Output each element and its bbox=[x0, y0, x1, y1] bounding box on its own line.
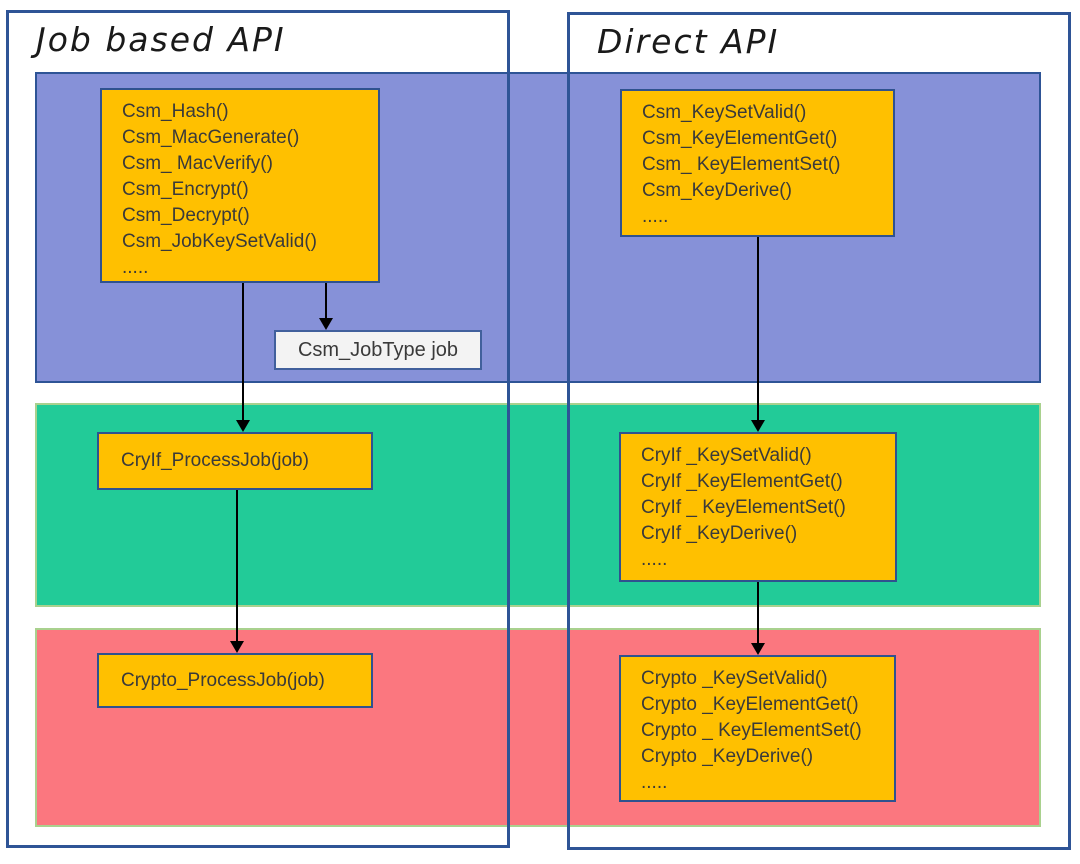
function-line: Crypto _KeyElementGet() bbox=[641, 694, 859, 715]
function-line: ..... bbox=[642, 206, 669, 227]
function-line: CryIf _KeySetValid() bbox=[641, 445, 812, 466]
arrow-csm-to-cryif bbox=[236, 283, 250, 432]
function-line: ..... bbox=[641, 549, 668, 570]
function-line: ..... bbox=[641, 772, 668, 793]
function-line: Csm_Encrypt() bbox=[122, 179, 249, 200]
csm-job-functions-box: Csm_Hash() Csm_MacGenerate() Csm_ MacVerif… bbox=[100, 88, 380, 283]
job-based-api-title: Job based API bbox=[36, 20, 286, 59]
crypto-processjob-box: Crypto_ProcessJob(job) bbox=[97, 653, 373, 708]
function-line: Csm_Decrypt() bbox=[122, 205, 250, 226]
function-line: Csm_Hash() bbox=[122, 101, 229, 122]
csm-jobtype-box: Csm_JobType job bbox=[274, 330, 482, 370]
function-line: Csm_KeySetValid() bbox=[642, 102, 807, 123]
function-line: Csm_ KeyElementSet() bbox=[642, 154, 841, 175]
arrow-csm-to-jobtype bbox=[319, 283, 333, 330]
arrow-cryif-to-crypto-direct bbox=[751, 582, 765, 655]
csm-key-functions-box: Csm_KeySetValid() Csm_KeyElementGet() Csm_… bbox=[620, 89, 895, 237]
function-line: Csm_MacGenerate() bbox=[122, 127, 300, 148]
function-line: Crypto _ KeyElementSet() bbox=[641, 720, 862, 741]
function-line: Crypto _KeySetValid() bbox=[641, 668, 828, 689]
function-line: Csm_KeyDerive() bbox=[642, 180, 792, 201]
function-line: Csm_KeyElementGet() bbox=[642, 128, 838, 149]
function-line: CryIf _ KeyElementSet() bbox=[641, 497, 846, 518]
crypto-key-functions-box: Crypto _KeySetValid() Crypto _KeyElementG… bbox=[619, 655, 896, 802]
arrow-cryif-to-crypto bbox=[230, 490, 244, 653]
job-based-api-frame bbox=[6, 10, 510, 848]
function-line: ..... bbox=[122, 257, 149, 278]
cryif-key-functions-box: CryIf _KeySetValid() CryIf _KeyElementGet… bbox=[619, 432, 897, 582]
function-line: Csm_JobKeySetValid() bbox=[122, 231, 318, 252]
function-line: Crypto _KeyDerive() bbox=[641, 746, 814, 767]
direct-api-frame bbox=[567, 12, 1071, 850]
function-line: CryIf _KeyElementGet() bbox=[641, 471, 843, 492]
direct-api-title: Direct API bbox=[597, 22, 780, 61]
arrow-csm-to-cryif-direct bbox=[751, 237, 765, 432]
cryif-processjob-box: CryIf_ProcessJob(job) bbox=[97, 432, 373, 490]
function-line: CryIf _KeyDerive() bbox=[641, 523, 798, 544]
function-line: Csm_ MacVerify() bbox=[122, 153, 273, 174]
